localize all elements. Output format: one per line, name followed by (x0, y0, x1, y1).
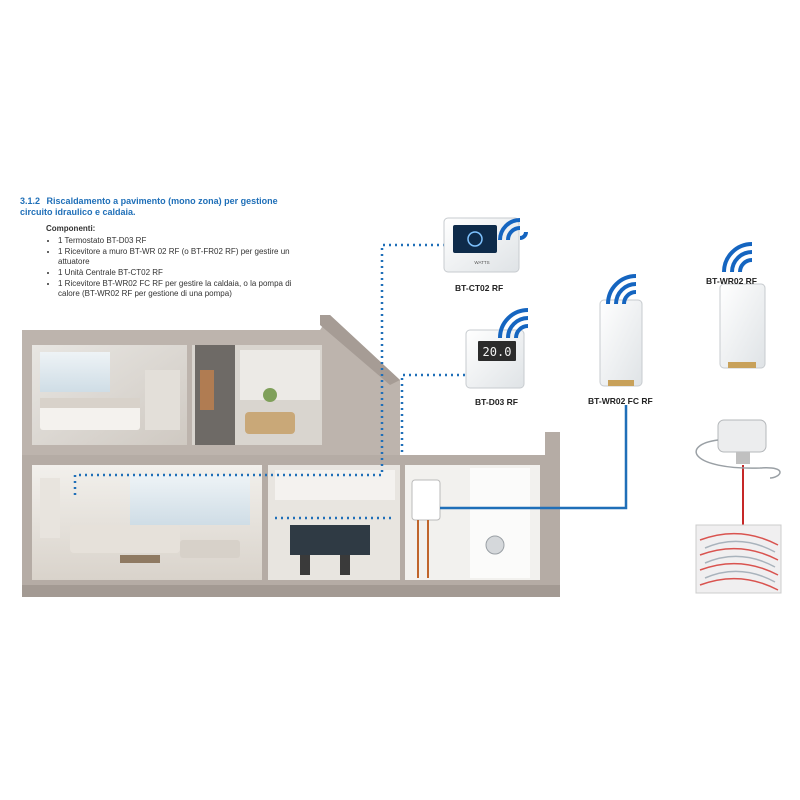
receiver-fc (599, 299, 643, 387)
boiler (411, 479, 441, 521)
thermostat-display: 20.0 (483, 345, 512, 359)
coffee-table (120, 555, 160, 563)
actuator-base (736, 452, 750, 464)
components-items: 1 Termostato BT-D03 RF 1 Ricevitore a mu… (46, 236, 306, 299)
sofa (70, 525, 180, 553)
wardrobe (145, 370, 180, 430)
components-title: Componenti: (46, 224, 96, 233)
sofa-chaise (180, 540, 240, 558)
receiver-terminals (728, 362, 756, 368)
actuator-body (717, 419, 767, 453)
component-item: 1 Ricevitore BT-WR02 FC RF per gestire l… (58, 279, 306, 299)
section-title: Riscaldamento a pavimento (mono zona) pe… (20, 196, 278, 218)
roof-edge (320, 315, 400, 385)
components-list: Componenti: 1 Termostato BT-D03 RF 1 Ric… (46, 224, 306, 300)
wifi-icon (498, 308, 529, 339)
receiver-body (719, 283, 766, 369)
living-window (130, 475, 250, 525)
stool (340, 555, 350, 575)
wifi-icon (498, 218, 528, 241)
thermostat: 20.0 (465, 329, 525, 389)
label-receiver: BT-WR02 RF (706, 276, 757, 286)
receiver-fc-terminals (608, 380, 634, 386)
central-unit-dial (467, 231, 483, 247)
receiver (719, 283, 766, 369)
towel-radiator (200, 370, 214, 410)
dotted-link-central (73, 243, 445, 495)
washing-machine (485, 535, 505, 555)
shelf (40, 478, 60, 538)
dotted-link-thermostat (400, 373, 465, 455)
central-unit-brand: WATTS (474, 260, 489, 265)
actuator-cable (695, 439, 781, 479)
stool (300, 555, 310, 575)
receiver-fc-body (599, 299, 643, 387)
bed (40, 405, 140, 430)
central-unit-screen (453, 225, 497, 253)
kitchen-island (290, 525, 370, 555)
label-receiver-fc: BT-WR02 FC RF (588, 396, 653, 406)
wifi-icon (606, 274, 637, 305)
section-heading: 3.1.2 Riscaldamento a pavimento (mono zo… (20, 196, 300, 219)
kitchen-cabinets (275, 470, 395, 500)
wifi-icon (722, 242, 753, 273)
bed-headboard (40, 398, 140, 408)
connections (73, 243, 744, 525)
laundry-shelving (470, 468, 530, 578)
bathtub (245, 412, 295, 434)
label-central-unit: BT-CT02 RF (455, 283, 504, 293)
section-number: 3.1.2 (20, 196, 41, 206)
heating-pipes-hot (699, 532, 779, 591)
foundation (22, 585, 560, 597)
house-cutaway (22, 315, 560, 597)
actuator (695, 419, 781, 479)
bathroom-window (240, 350, 320, 400)
bedroom-window (40, 352, 110, 392)
label-thermostat: BT-D03 RF (475, 397, 518, 407)
heating-pipes-cold (704, 540, 776, 583)
component-item: 1 Ricevitore a muro BT-WR 02 RF (o BT-FR… (58, 247, 306, 267)
plant (263, 388, 277, 402)
wired-link-boiler (440, 405, 628, 510)
floor-heating (695, 524, 782, 594)
component-item: 1 Unità Centrale BT-CT02 RF (58, 268, 306, 278)
component-item: 1 Termostato BT-D03 RF (58, 236, 306, 246)
thermostat-screen (478, 341, 516, 361)
